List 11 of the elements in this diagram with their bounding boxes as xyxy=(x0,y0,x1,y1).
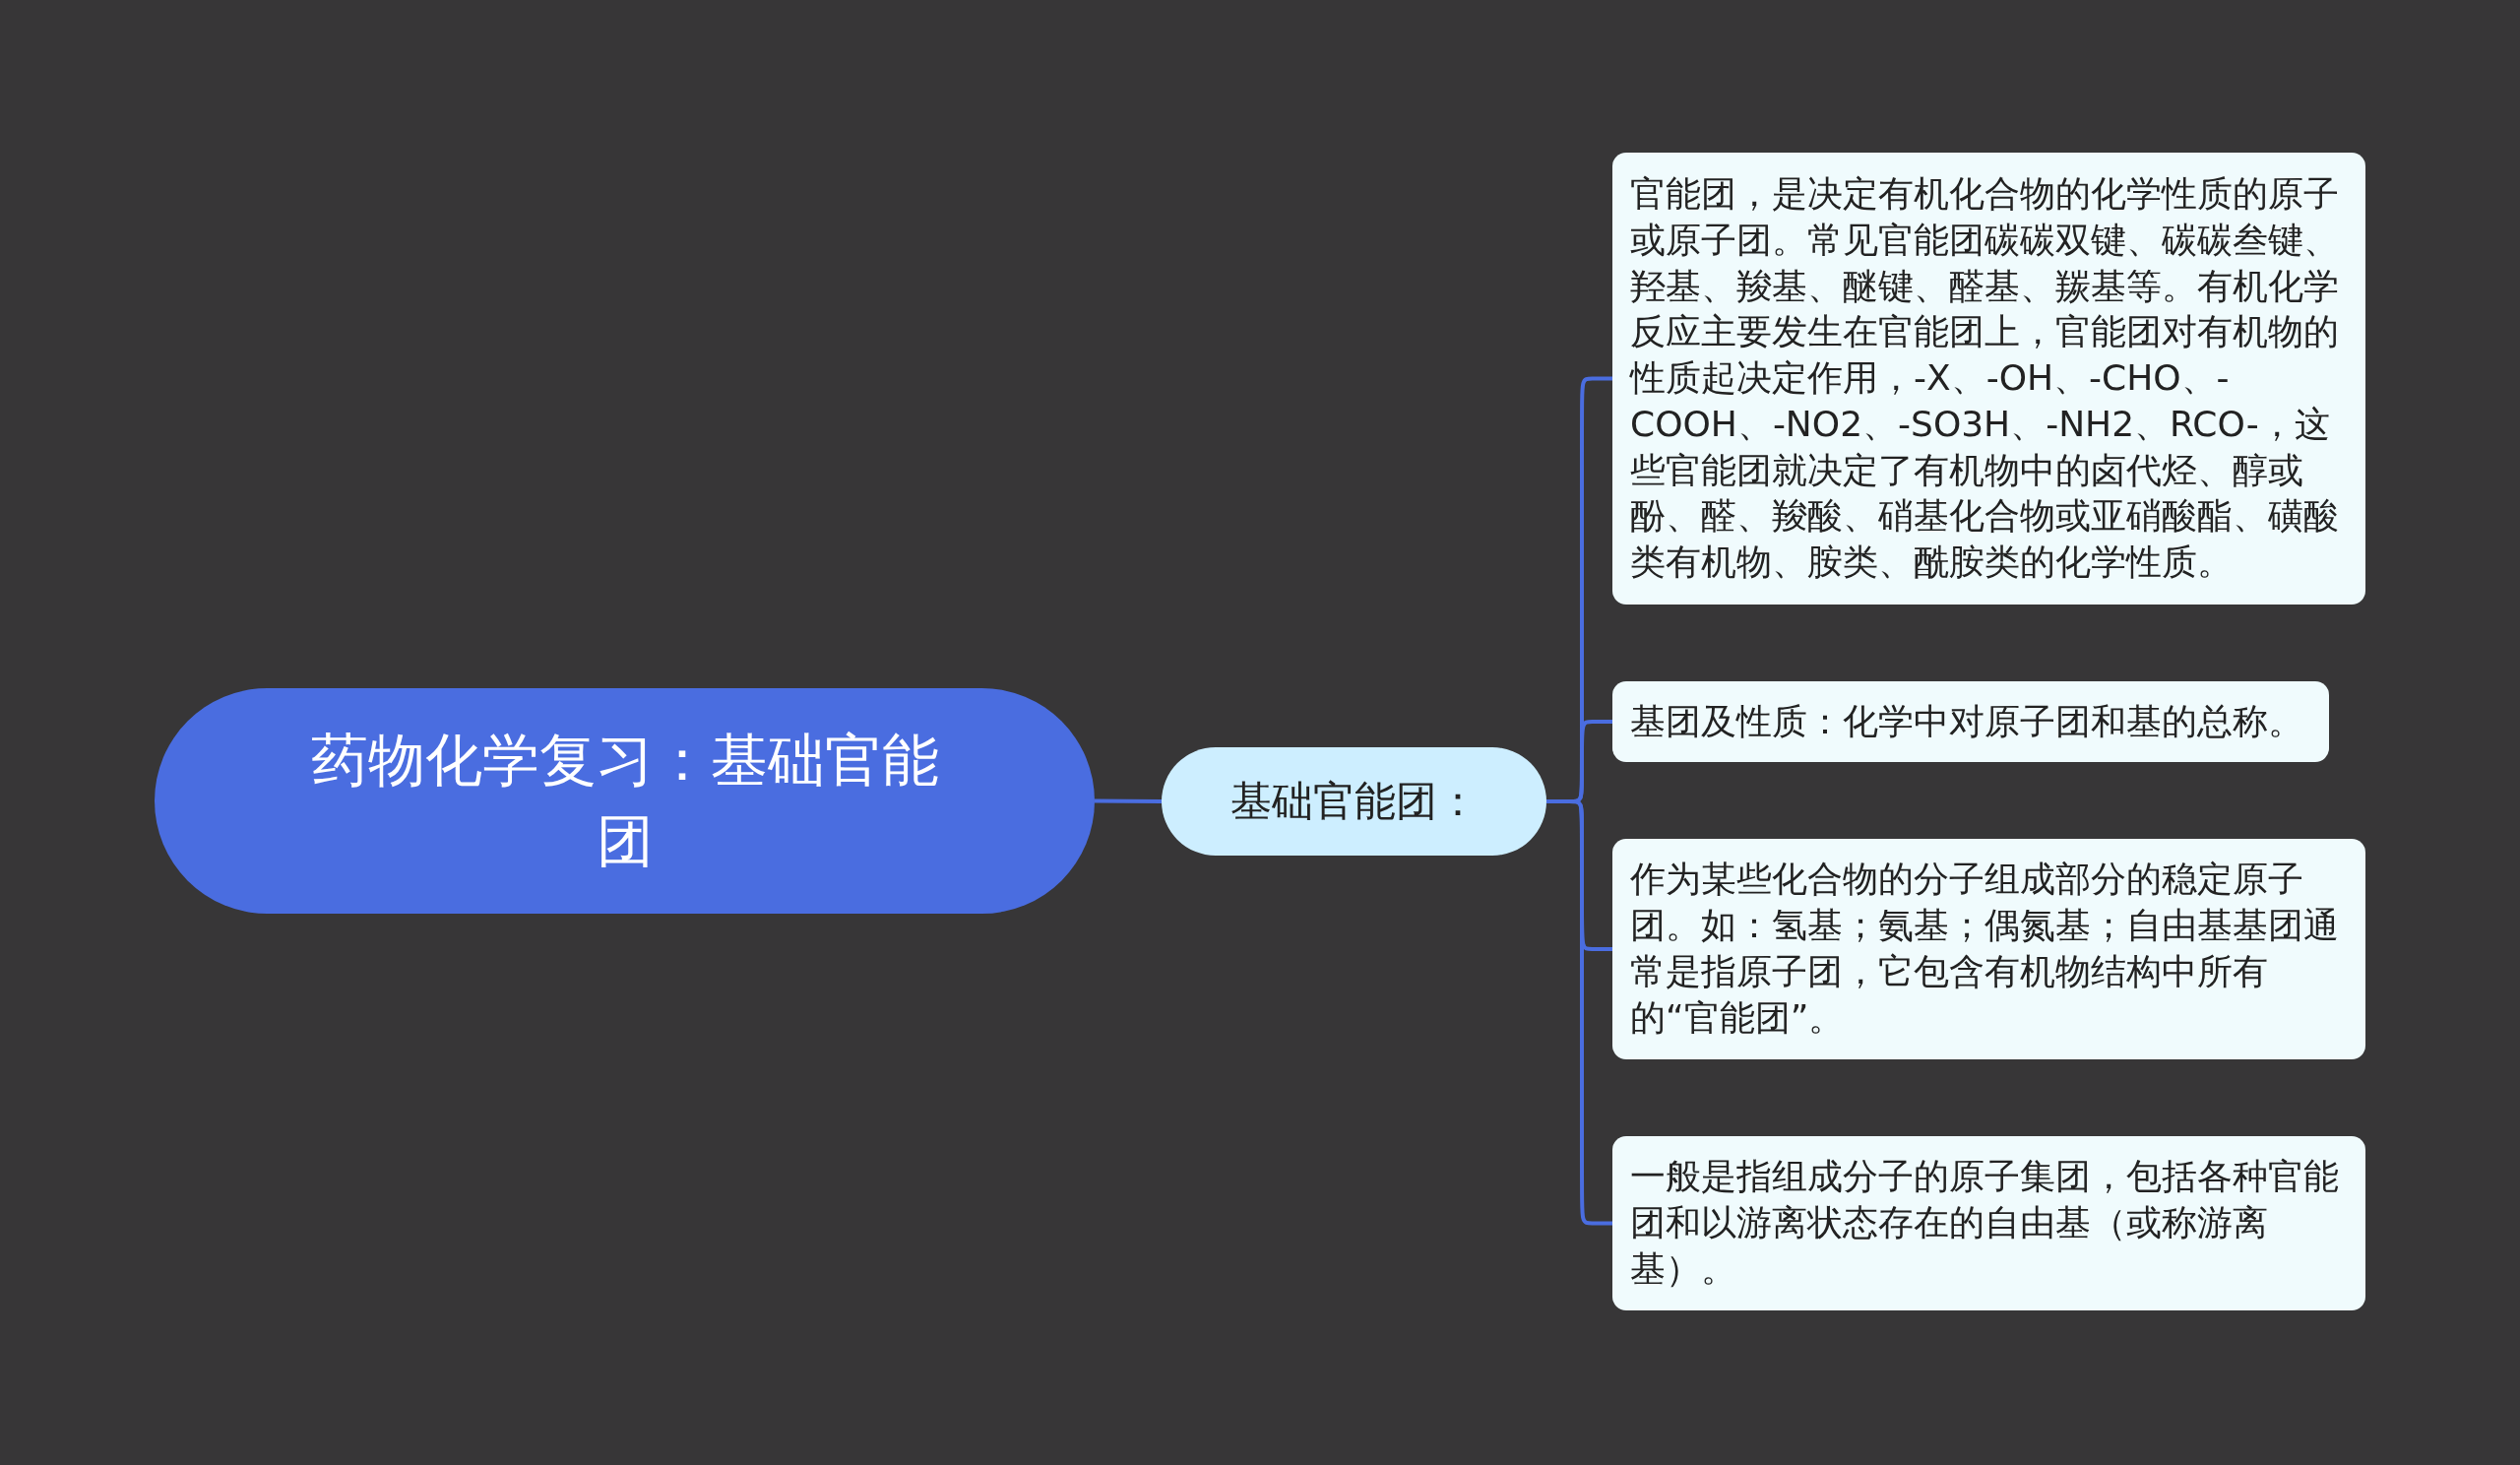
paragraph: 作为某些化合物的分子组成部分的稳定原子团。如：氢基；氨基；偶氮基；自由基基团通常是指原子团，它包含有机物结构中所有的“官能团”。 xyxy=(1630,858,2340,1040)
text-card xyxy=(1612,681,2329,762)
topic-label: 基础官能团： xyxy=(1229,775,1479,827)
text-card xyxy=(1612,839,2365,1059)
connector-line xyxy=(1546,799,1612,1226)
paragraph: 基团及性质：化学中对原子团和基的总称。 xyxy=(1630,699,2303,743)
text-card xyxy=(1612,1136,2365,1310)
topic-label: 药物化学复习：基础官能团 xyxy=(309,726,940,876)
paragraph: 官能团，是决定有机化合物的化学性质的原子或原子团。常见官能团碳碳双键、碳碳叁键、羟基、羧基、醚键、醛基、羰基等。有机化学反应主要发生在官能团上，官能团对有机物的性质起决定作用，-X、-OH、-CHO、-COOH、-NO2、-SO3H、-NH2、RCO-，这些官能团就决定了有机物中的卤代烃、醇或酚、醛、羧酸、硝基化合物或亚硝酸酯、磺酸类有机物、胺类、酰胺类的化学性质。 xyxy=(1630,171,2340,585)
paragraph: 一般是指组成分子的原子集团，包括各种官能团和以游离状态存在的自由基（或称游离基）。 xyxy=(1630,1155,2340,1291)
connector-line xyxy=(1095,798,1162,803)
